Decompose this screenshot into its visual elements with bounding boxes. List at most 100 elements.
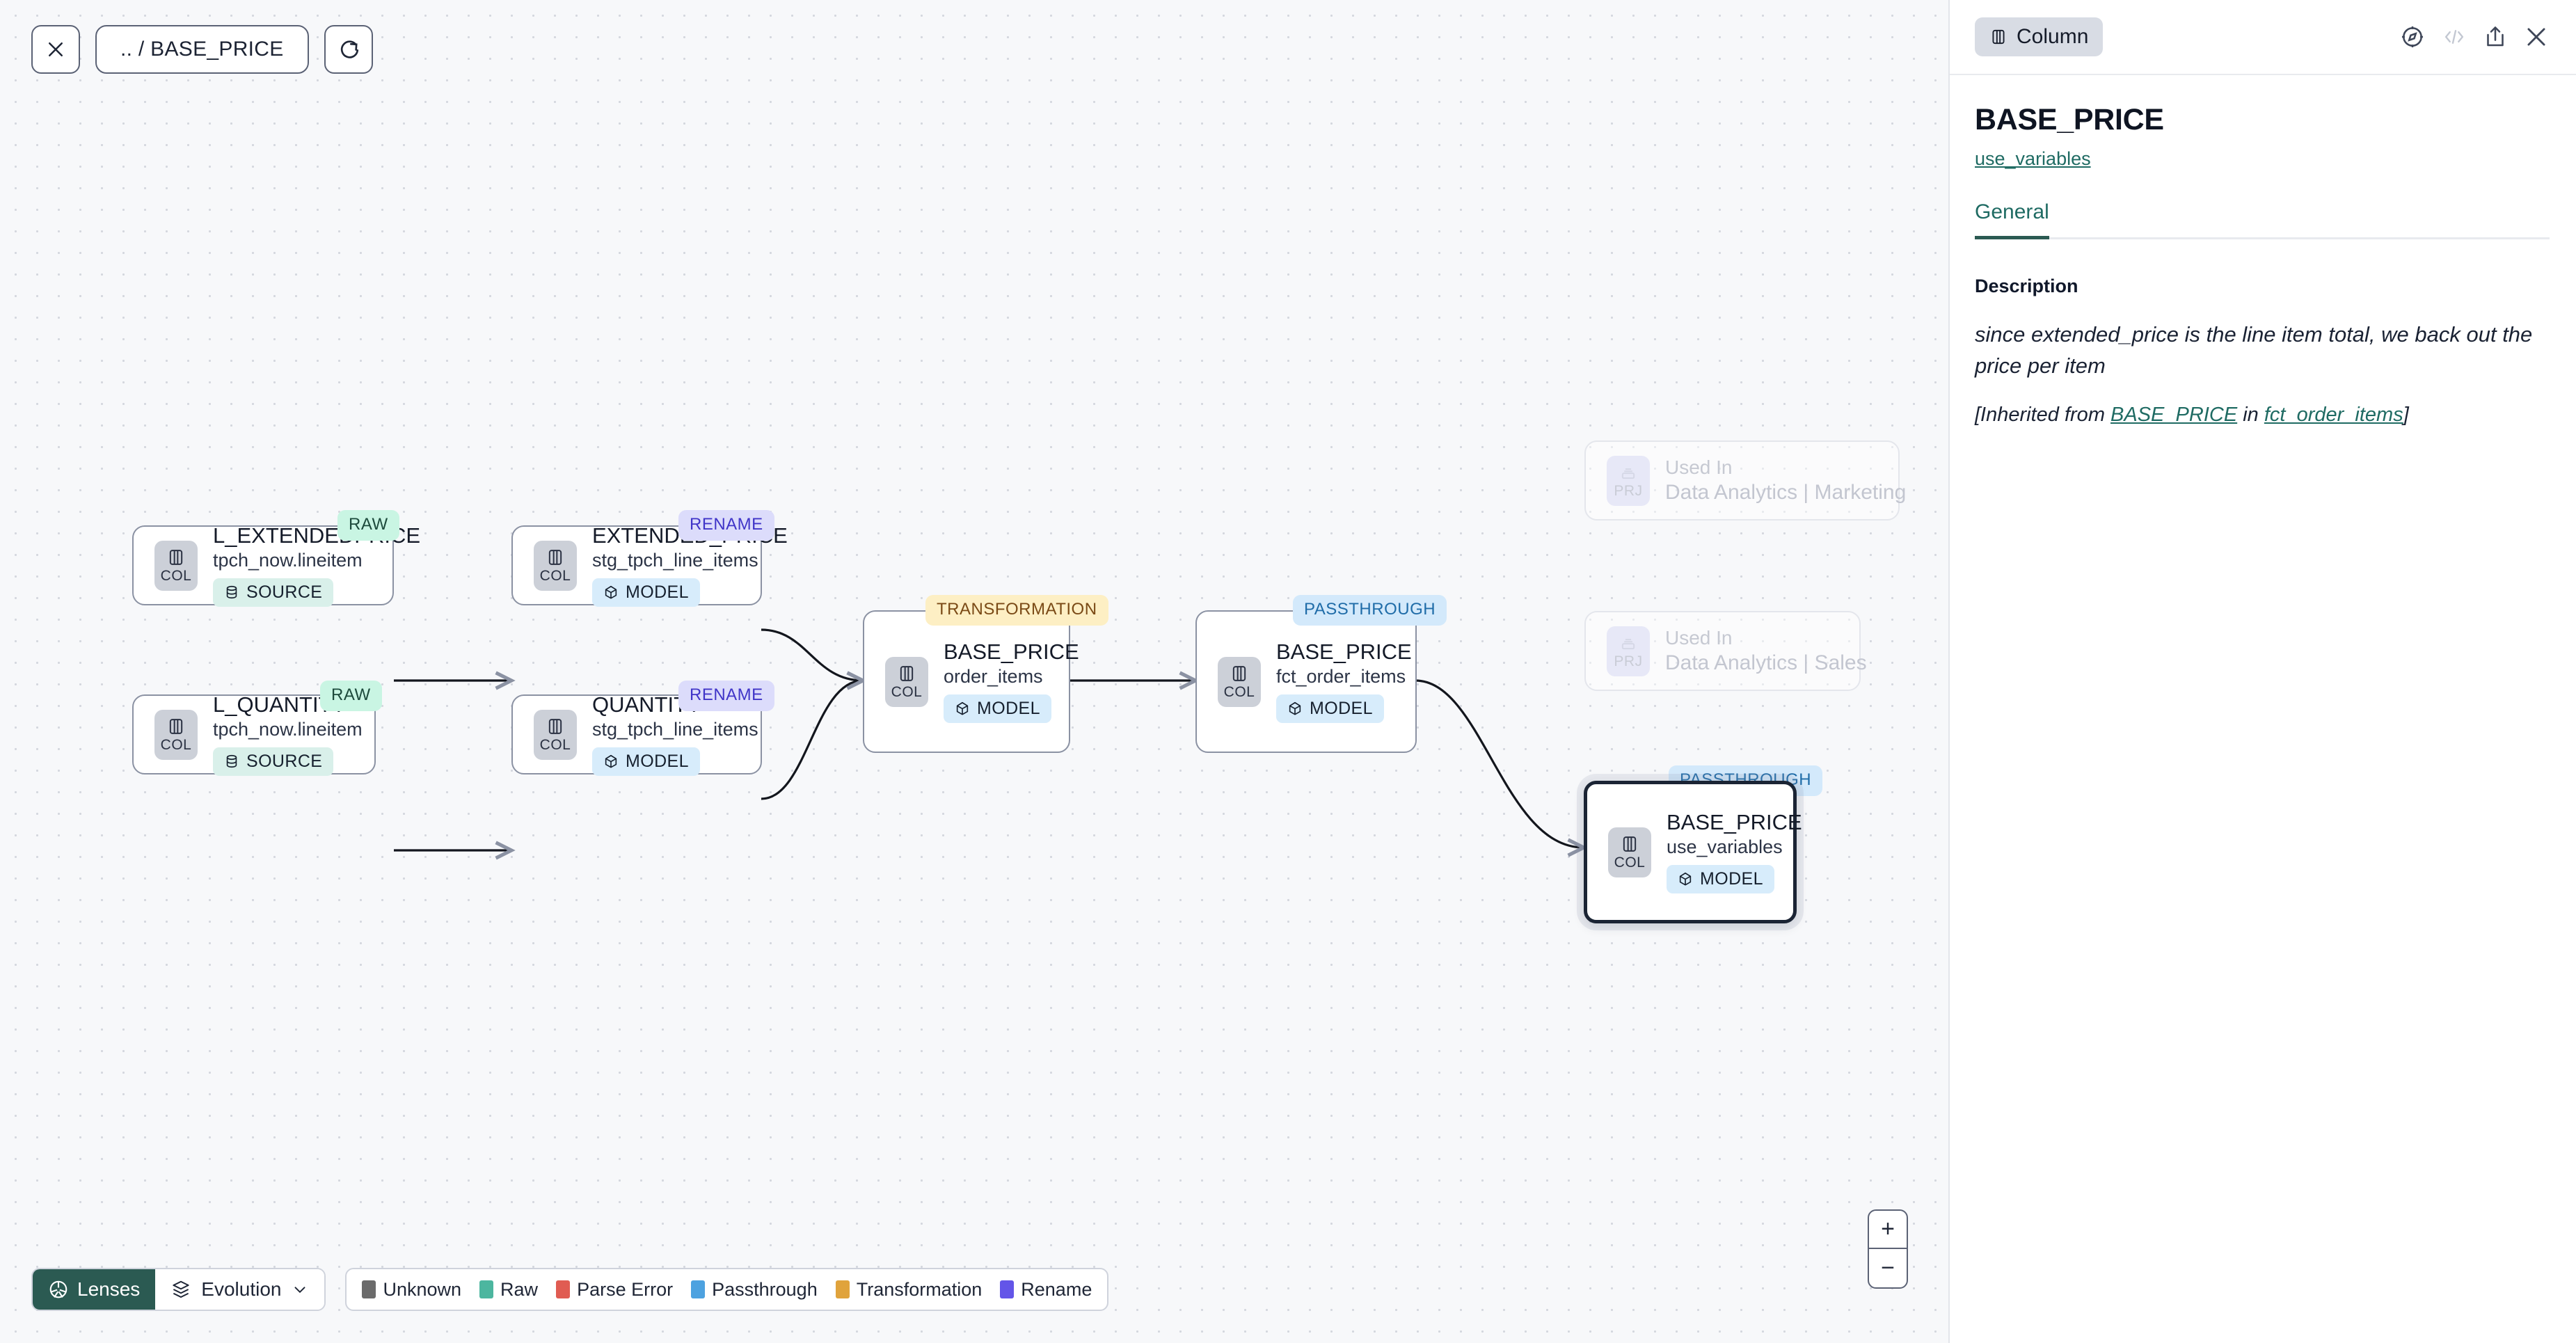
node-subtitle: tpch_now.lineitem: [213, 550, 363, 571]
node-title: BASE_PRICE: [1667, 810, 1802, 835]
column-icon: [1992, 29, 2005, 45]
chevron-down-icon: [295, 1287, 305, 1294]
compass-icon: [2401, 26, 2424, 48]
node-kind-label: MODEL: [977, 698, 1040, 718]
node-type-label: COL: [1223, 684, 1255, 700]
node-type-col: COL: [1218, 656, 1261, 707]
cube-icon: [605, 755, 617, 768]
node-type-label: COL: [1614, 855, 1646, 871]
lineage-node-base-price-order-items[interactable]: COL BASE_PRICE order_items MODEL: [863, 610, 1079, 753]
node-subtitle: Data Analytics | Sales: [1665, 651, 1867, 675]
node-kind-label: MODEL: [626, 582, 689, 602]
lineage-canvas[interactable]: .. / BASE_PRICE: [0, 0, 1948, 1343]
legend-label: Parse Error: [577, 1278, 674, 1300]
legend-item[interactable]: Rename: [1000, 1279, 1092, 1301]
node-type-label: PRJ: [1614, 483, 1643, 499]
node-kind-pill: MODEL: [592, 578, 700, 607]
canvas-toolbar: .. / BASE_PRICE: [31, 25, 373, 74]
node-badge-raw: RAW: [320, 681, 382, 711]
node-type-label: COL: [160, 568, 192, 584]
cube-icon: [1679, 873, 1692, 886]
node-kind-pill: SOURCE: [213, 747, 334, 776]
lineage-node-extended-price[interactable]: COL EXTENDED_PRICE stg_tpch_line_items M…: [511, 524, 788, 607]
aperture-icon: [49, 1280, 67, 1298]
code-icon: [2444, 30, 2464, 44]
panel-header-actions: [2399, 24, 2550, 50]
legend-label: Unknown: [383, 1278, 462, 1300]
node-subtitle: order_items: [944, 666, 1043, 688]
parent-model-link[interactable]: use_variables: [1975, 148, 2091, 169]
column-icon: [900, 666, 914, 681]
close-graph-button[interactable]: [31, 25, 80, 74]
details-panel: Column: [1948, 0, 2576, 1343]
inherited-note: [Inherited from BASE_PRICE in fct_order_…: [1975, 400, 2550, 429]
entity-type-label: Column: [2017, 25, 2089, 48]
legend-item[interactable]: Raw: [479, 1279, 538, 1301]
node-subtitle: stg_tpch_line_items: [592, 719, 758, 740]
refresh-icon: [340, 40, 358, 58]
column-icon: [169, 550, 183, 565]
project-icon: [1621, 468, 1635, 479]
legend-label: Transformation: [856, 1278, 983, 1300]
explore-button[interactable]: [2399, 24, 2426, 50]
lineage-node-base-price-fct-order-items[interactable]: COL BASE_PRICE fct_order_items MODEL: [1195, 610, 1417, 753]
legend-item[interactable]: Unknown: [362, 1279, 461, 1301]
close-icon: [49, 42, 63, 56]
node-kind-label: MODEL: [1700, 868, 1763, 889]
lineage-node-base-price-use-variables[interactable]: COL BASE_PRICE use_variables MODEL: [1584, 781, 1802, 923]
lineage-node-l-extendedprice[interactable]: COL L_EXTENDEDPRICE tpch_now.lineitem SO…: [132, 524, 420, 607]
lineage-node-used-in-marketing[interactable]: PRJ Used In Data Analytics | Marketing: [1584, 440, 1906, 520]
node-type-col: COL: [534, 540, 577, 591]
legend-item[interactable]: Parse Error: [556, 1279, 673, 1301]
zoom-in-button[interactable]: +: [1869, 1211, 1907, 1249]
node-type-col: COL: [154, 709, 198, 760]
node-type-label: COL: [539, 568, 571, 584]
node-kind-pill: MODEL: [1276, 694, 1384, 723]
legend-label: Passthrough: [712, 1278, 818, 1300]
node-subtitle: stg_tpch_line_items: [592, 550, 758, 571]
share-icon: [2487, 26, 2504, 47]
node-type-col: COL: [154, 540, 198, 591]
page-title: BASE_PRICE: [1975, 103, 2164, 136]
column-icon: [548, 550, 562, 565]
column-icon: [169, 719, 183, 734]
share-button[interactable]: [2483, 24, 2508, 49]
lenses-button[interactable]: Lenses: [33, 1269, 156, 1310]
zoom-controls: + −: [1868, 1209, 1908, 1289]
column-icon: [548, 719, 562, 734]
node-kind-pill: MODEL: [592, 747, 700, 776]
inherited-model-link[interactable]: fct_order_items: [2264, 403, 2403, 426]
legend-item[interactable]: Passthrough: [691, 1279, 818, 1301]
node-kind-label: SOURCE: [246, 582, 323, 602]
node-title: BASE_PRICE: [944, 639, 1079, 665]
zoom-out-button[interactable]: −: [1881, 1255, 1895, 1281]
node-kind-pill: MODEL: [944, 694, 1051, 723]
close-panel-button[interactable]: [2523, 24, 2550, 50]
refresh-button[interactable]: [324, 25, 373, 74]
node-kind-label: SOURCE: [246, 751, 323, 771]
view-code-button[interactable]: [2441, 26, 2467, 47]
node-type-prj: PRJ: [1607, 626, 1650, 676]
node-type-label: COL: [160, 737, 192, 753]
lineage-node-used-in-sales[interactable]: PRJ Used In Data Analytics | Sales: [1584, 611, 1867, 691]
column-icon: [1623, 836, 1637, 852]
bottom-toolbar: Lenses Evolution Unknown Raw Parse Error Pa…: [31, 1268, 1109, 1311]
node-badge-raw: RAW: [337, 510, 399, 541]
breadcrumb[interactable]: .. / BASE_PRICE: [95, 25, 309, 74]
inherited-column-link[interactable]: BASE_PRICE: [2110, 403, 2238, 426]
close-icon: [2527, 28, 2545, 46]
panel-tabs: General: [1975, 200, 2550, 239]
node-title: BASE_PRICE: [1276, 639, 1412, 665]
cube-icon: [956, 702, 969, 715]
cube-icon: [1289, 702, 1301, 715]
legend-item[interactable]: Transformation: [835, 1278, 983, 1301]
node-badge-rename: RENAME: [678, 681, 774, 711]
evolution-dropdown[interactable]: Evolution: [155, 1269, 325, 1310]
tab-general[interactable]: General: [1975, 200, 2049, 239]
lenses-label: Lenses: [77, 1278, 141, 1300]
legend-swatch: [362, 1280, 376, 1298]
cube-icon: [605, 586, 617, 599]
node-badge-transformation: TRANSFORMATION: [925, 595, 1108, 626]
node-subtitle: Data Analytics | Marketing: [1665, 481, 1907, 504]
legend-swatch: [835, 1280, 850, 1298]
